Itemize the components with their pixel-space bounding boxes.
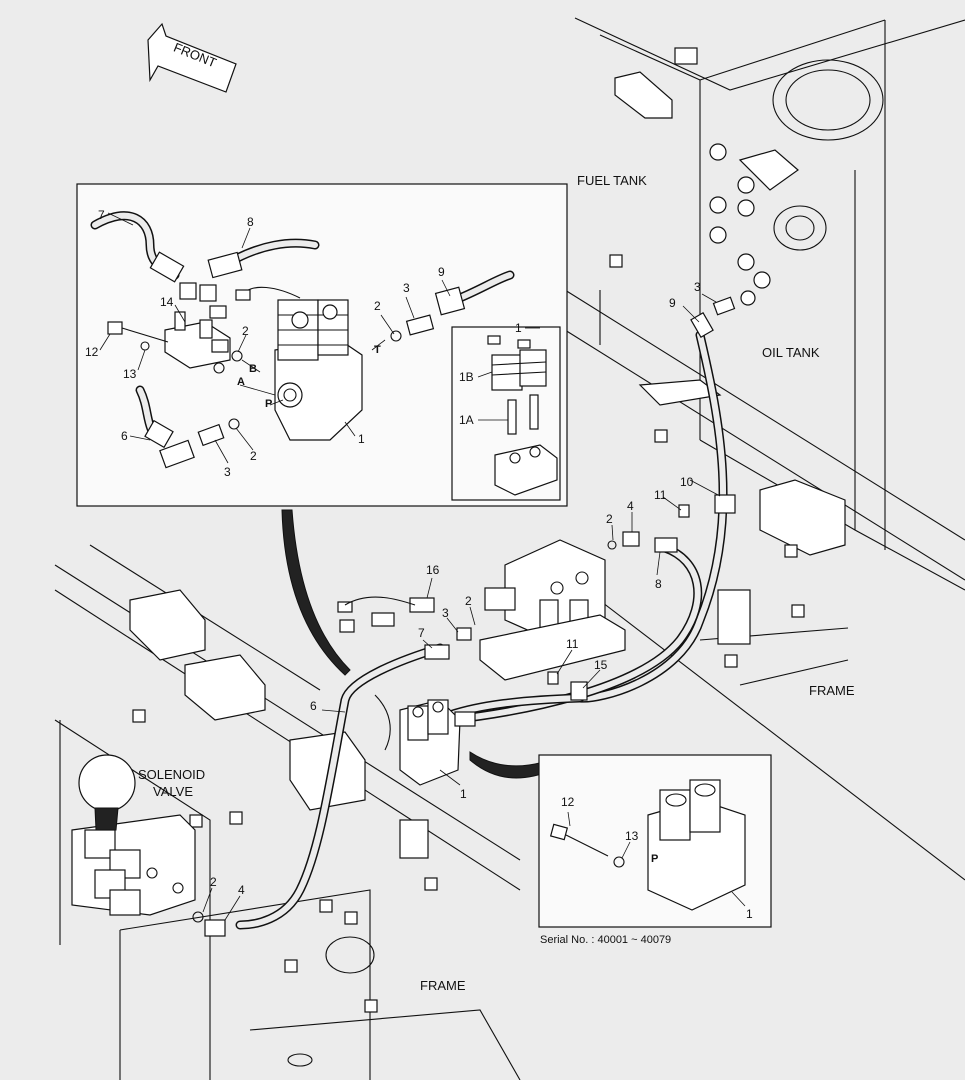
control-valve [479, 539, 626, 681]
main-callout-4-top: 4 [627, 499, 634, 513]
main-callout-10: 10 [680, 475, 694, 489]
main-leaders [202, 293, 721, 921]
inset-detail-box: 1 1B 1A [451, 321, 561, 501]
port-letter-p: P [265, 398, 272, 410]
inset-callout-2-top: 2 [374, 299, 381, 313]
detail-callout-1a: 1A [459, 413, 474, 427]
inset-callout-7: 7 [98, 208, 105, 222]
lower-callout-13: 13 [625, 829, 639, 843]
main-callout-2-bottom: 2 [210, 875, 217, 889]
main-callout-3: 3 [694, 280, 701, 294]
inset-callout-13: 13 [123, 367, 137, 381]
frame-label-lower: FRAME [420, 978, 466, 993]
main-callout-16: 16 [426, 563, 440, 577]
main-callout-9: 9 [669, 296, 676, 310]
main-callouts: 9 3 10 11 2 4 8 16 2 3 7 11 15 6 1 2 4 [210, 280, 701, 897]
main-callout-3-mid: 3 [442, 606, 449, 620]
inset-callout-2-right: 2 [242, 324, 249, 338]
detail-pointer-arrow [281, 509, 351, 676]
inset-callout-8: 8 [247, 215, 254, 229]
fuel-tank-label: FUEL TANK [577, 173, 647, 188]
main-callout-2-mid: 2 [465, 594, 472, 608]
inset-callout-6: 6 [121, 429, 128, 443]
main-callout-7: 7 [418, 626, 425, 640]
inset-callout-14: 14 [160, 295, 174, 309]
main-callout-4-bottom: 4 [238, 883, 245, 897]
serial-number: Serial No. : 40001 ~ 40079 [540, 934, 671, 946]
machine-structure [54, 17, 965, 1080]
detail-callout-1b: 1B [459, 370, 474, 384]
port-letter-a: A [237, 376, 245, 388]
main-callout-15: 15 [594, 658, 608, 672]
inset-lower: 12 13 1 P Serial No. : 40001 ~ 40079 [538, 754, 772, 946]
front-direction-arrow: FRONT [147, 22, 237, 93]
frame-label-upper: FRAME [809, 683, 855, 698]
main-fittings [192, 296, 736, 937]
solenoid-valve-assembly [71, 754, 196, 916]
main-callout-8: 8 [655, 577, 662, 591]
lower-callout-1: 1 [746, 907, 753, 921]
port-letter-t: T [374, 344, 381, 356]
inset-upper: 7 8 14 12 13 2 2 3 9 6 3 2 1 T B A P [76, 183, 568, 507]
solenoid-valve-label-2: VALVE [153, 784, 193, 799]
main-callout-6: 6 [310, 699, 317, 713]
inset-callout-3-bottom: 3 [224, 465, 231, 479]
inset-callout-1: 1 [358, 432, 365, 446]
main-callout-11-top: 11 [654, 488, 667, 502]
main-callout-1: 1 [460, 787, 467, 801]
main-callout-2-top: 2 [606, 512, 613, 526]
oil-tank-label: OIL TANK [762, 345, 820, 360]
connector-harness [337, 596, 435, 633]
solenoid-valve-label-1: SOLENOID [138, 767, 205, 782]
inset-callout-12: 12 [85, 345, 99, 359]
inset-callout-3-top: 3 [403, 281, 410, 295]
pilot-solenoid-main [374, 694, 461, 786]
lower-port-p: P [651, 853, 658, 865]
port-letter-b: B [249, 363, 257, 375]
inset-callout-9: 9 [438, 265, 445, 279]
detail-callout-1: 1 [515, 321, 522, 335]
area-labels: FUEL TANK OIL TANK FRAME FRAME SOLENOID … [138, 173, 855, 993]
lower-callout-12: 12 [561, 795, 575, 809]
tank-fittings [709, 143, 799, 306]
main-callout-11-mid: 11 [566, 637, 579, 651]
inset-callout-2-bottom: 2 [250, 449, 257, 463]
